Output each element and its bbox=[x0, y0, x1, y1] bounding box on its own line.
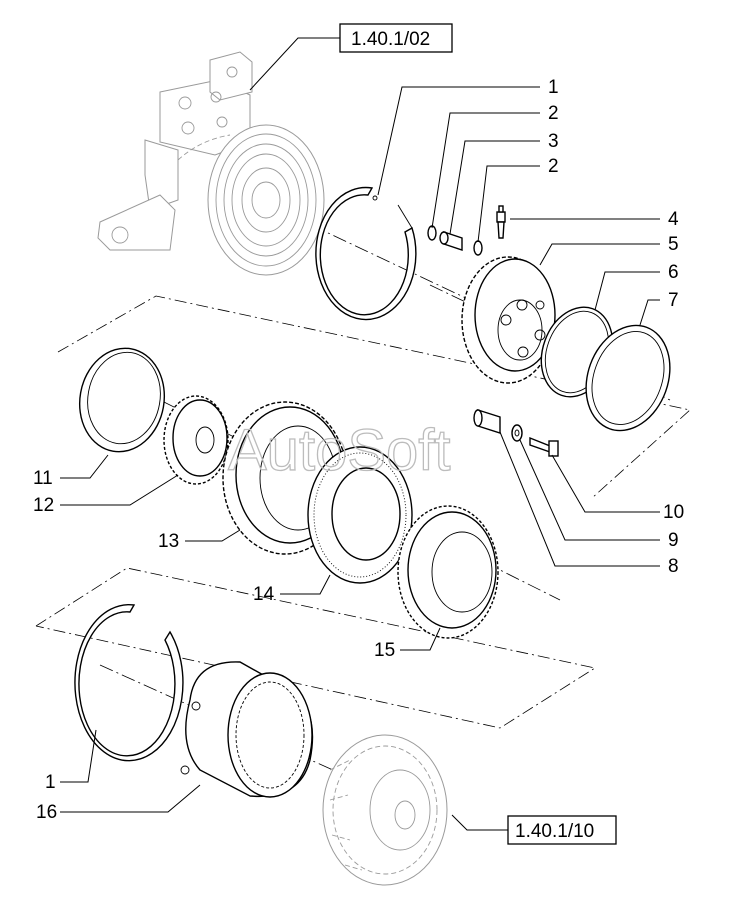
callout-leaders bbox=[60, 86, 660, 813]
callout-9: 9 bbox=[668, 530, 679, 551]
callout-12: 12 bbox=[33, 495, 54, 516]
callout-14: 14 bbox=[253, 584, 275, 605]
part-1-snap-ring-bottom bbox=[74, 603, 184, 762]
callout-2-a: 2 bbox=[548, 103, 559, 124]
part-12-sun-gear bbox=[163, 395, 229, 485]
callout-11: 11 bbox=[33, 468, 53, 489]
part-1-snap-ring-top bbox=[315, 186, 417, 321]
callout-7: 7 bbox=[668, 290, 679, 311]
part-2-o-ring-b bbox=[473, 240, 483, 256]
callout-5: 5 bbox=[668, 234, 679, 255]
reference-box-bottom: 1.40.1/10 bbox=[451, 814, 617, 845]
part-8-pin bbox=[473, 409, 501, 434]
reference-label-top: 1.40.1/02 bbox=[351, 29, 430, 50]
callout-15: 15 bbox=[374, 640, 395, 661]
watermark: AutoSoft bbox=[228, 418, 450, 483]
callout-16: 16 bbox=[36, 802, 57, 823]
part-3-pin bbox=[439, 231, 463, 251]
part-16-ring-gear bbox=[180, 661, 314, 798]
housing-knuckle-ghost bbox=[97, 51, 325, 276]
part-11-ring bbox=[78, 347, 166, 453]
hub-ghost bbox=[322, 734, 448, 886]
part-7-ring bbox=[585, 324, 671, 432]
part-2-o-ring-a bbox=[427, 225, 437, 241]
callout-3: 3 bbox=[548, 131, 559, 152]
assembly-boundary-lower bbox=[35, 567, 597, 729]
callout-10: 10 bbox=[663, 502, 684, 523]
reference-label-bottom: 1.40.1/10 bbox=[515, 821, 594, 842]
reference-box-top: 1.40.1/02 bbox=[249, 23, 453, 91]
callout-4: 4 bbox=[668, 209, 679, 230]
callout-1-bottom: 1 bbox=[45, 772, 56, 793]
callout-6: 6 bbox=[668, 262, 679, 283]
part-10-bolt bbox=[529, 436, 559, 457]
callout-1-top: 1 bbox=[548, 77, 559, 98]
part-15-gear bbox=[397, 505, 499, 639]
assembly-boundary-middle bbox=[57, 295, 691, 499]
part-9-washer bbox=[511, 424, 523, 442]
callout-2-b: 2 bbox=[548, 156, 559, 177]
part-5-carrier-gear bbox=[461, 256, 556, 384]
callout-13: 13 bbox=[158, 531, 179, 552]
part-4-grease-fitting bbox=[496, 205, 506, 239]
callout-labels: 1 2 3 2 4 5 6 7 10 9 8 11 12 13 14 15 1 … bbox=[33, 77, 684, 823]
callout-8: 8 bbox=[668, 556, 679, 577]
part-14-friction-disc bbox=[307, 446, 413, 584]
